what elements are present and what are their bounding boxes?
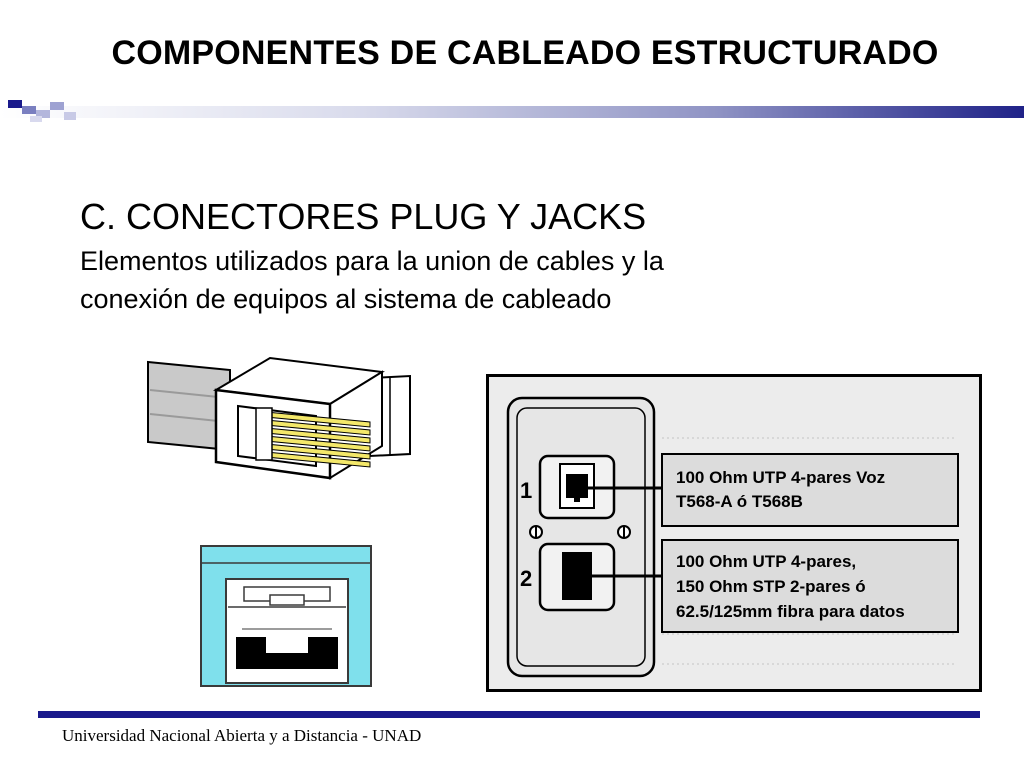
wall-plate-figure: 1 2 100 Ohm UTP 4-pares Voz T568-A ó T56…	[486, 374, 982, 692]
port-2-label-line-2: 150 Ohm STP 2-pares ó	[676, 577, 866, 596]
rj45-jack-illustration	[200, 545, 372, 687]
description-line-1: Elementos utilizados para la union de ca…	[80, 246, 664, 276]
description-line-2: conexión de equipos al sistema de cablea…	[80, 284, 612, 314]
slide-title: COMPONENTES DE CABLEADO ESTRUCTURADO	[111, 34, 939, 72]
port-2-number: 2	[520, 566, 532, 591]
port-1-label-line-1: 100 Ohm UTP 4-pares Voz	[676, 468, 885, 487]
faceplate	[506, 396, 656, 678]
port-1-number: 1	[520, 478, 532, 503]
footer-divider	[38, 711, 980, 718]
port-2-label-box: 100 Ohm UTP 4-pares, 150 Ohm STP 2-pares…	[661, 539, 959, 633]
rj45-plug-illustration	[147, 356, 411, 480]
title-decoration-bar	[0, 100, 1024, 122]
port-1-label-line-2: T568-A ó T568B	[676, 492, 803, 511]
footer-text: Universidad Nacional Abierta y a Distanc…	[62, 726, 422, 745]
port-2-label-line-1: 100 Ohm UTP 4-pares,	[676, 552, 856, 571]
section-heading: C. CONECTORES PLUG Y JACKS	[80, 196, 647, 237]
port-1-label-box: 100 Ohm UTP 4-pares Voz T568-A ó T568B	[661, 453, 959, 527]
port-2-label-line-3: 62.5/125mm fibra para datos	[676, 602, 905, 621]
